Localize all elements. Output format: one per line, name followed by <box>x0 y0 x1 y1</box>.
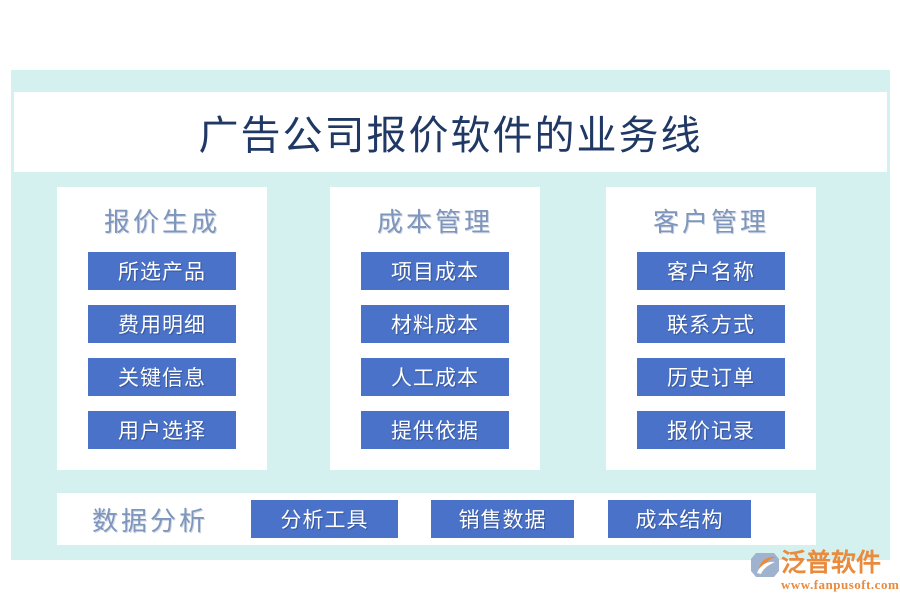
chip-item[interactable]: 项目成本 <box>361 252 509 290</box>
chip-item[interactable]: 历史订单 <box>637 358 785 396</box>
chip-item[interactable]: 所选产品 <box>88 252 236 290</box>
chip-item[interactable]: 关键信息 <box>88 358 236 396</box>
chip-item[interactable]: 用户选择 <box>88 411 236 449</box>
logo-company-name: 泛普软件 <box>781 549 882 577</box>
chip-item[interactable]: 费用明细 <box>88 305 236 343</box>
card-header: 成本管理 <box>376 208 493 237</box>
fanpu-logo-icon <box>750 551 780 579</box>
page-title: 广告公司报价软件的业务线 <box>198 113 703 158</box>
logo-website-url: www.fanpusoft.com <box>781 577 900 592</box>
chip-item[interactable]: 提供依据 <box>361 411 509 449</box>
card-cost-management: 成本管理 项目成本 材料成本 人工成本 提供依据 <box>330 187 540 470</box>
brand-logo: 泛普软件 www.fanpusoft.com <box>750 550 899 595</box>
bottom-bar-label: 数据分析 <box>92 506 209 536</box>
card-customer-management: 客户管理 客户名称 联系方式 历史订单 报价记录 <box>606 187 816 470</box>
title-banner: 广告公司报价软件的业务线 <box>14 92 887 172</box>
chip-item[interactable]: 分析工具 <box>251 500 399 538</box>
card-header: 报价生成 <box>103 208 220 237</box>
chip-item[interactable]: 报价记录 <box>637 411 785 449</box>
chip-item[interactable]: 客户名称 <box>637 252 785 290</box>
chip-item[interactable]: 材料成本 <box>361 305 509 343</box>
chip-item[interactable]: 人工成本 <box>361 358 509 396</box>
card-header: 客户管理 <box>652 208 769 237</box>
card-quotation-generation: 报价生成 所选产品 费用明细 关键信息 用户选择 <box>57 187 267 470</box>
logo-text-group: 泛普软件 www.fanpusoft.com <box>781 549 900 593</box>
chip-item[interactable]: 联系方式 <box>637 305 785 343</box>
chip-item[interactable]: 销售数据 <box>431 500 575 538</box>
card-data-analysis: 数据分析 分析工具 销售数据 成本结构 <box>57 493 816 545</box>
chip-item[interactable]: 成本结构 <box>608 500 752 538</box>
